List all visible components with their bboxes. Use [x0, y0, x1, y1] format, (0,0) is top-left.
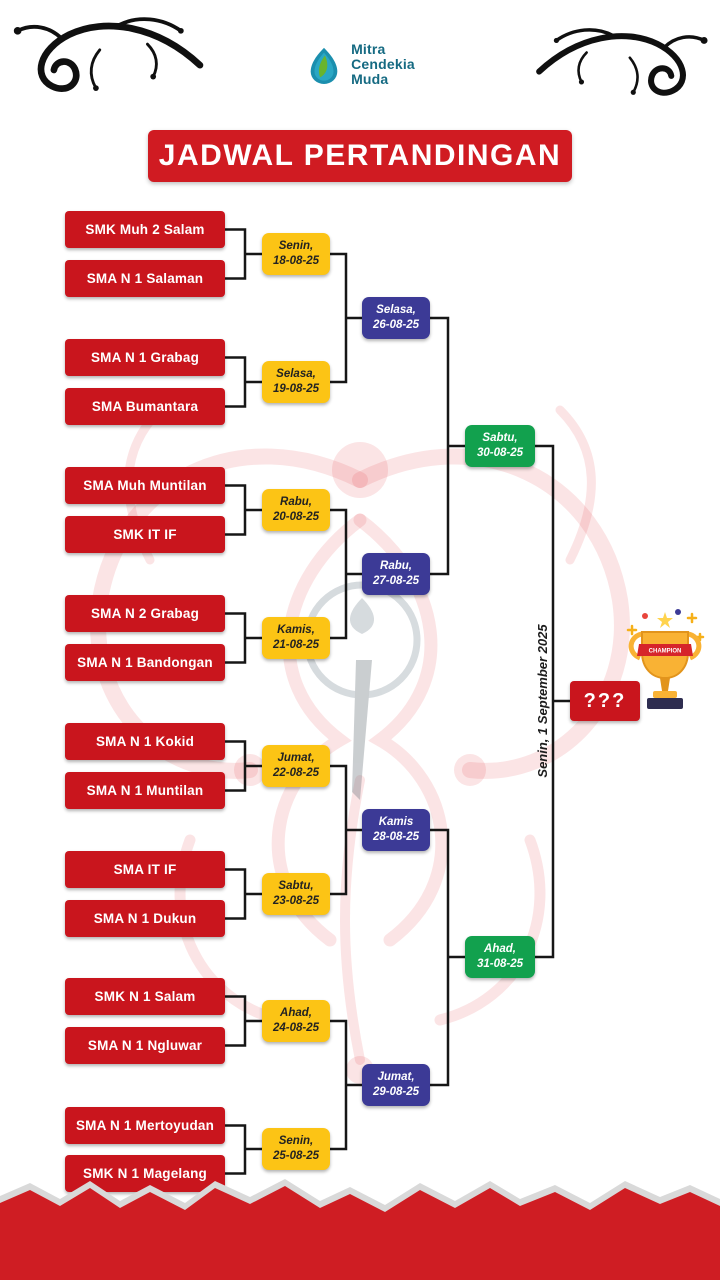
logo-text: Mitra Cendekia Muda [351, 41, 415, 88]
semifinal-date-box: Sabtu, 30-08-25 [465, 425, 535, 467]
team-box: SMA N 1 Ngluwar [65, 1027, 225, 1064]
team-box: SMK N 1 Salam [65, 978, 225, 1015]
day-label: Sabtu, [482, 432, 518, 445]
trophy-ribbon-label: CHAMPION [649, 649, 682, 655]
team-box: SMA Bumantara [65, 388, 225, 425]
round2-date-box: Selasa, 26-08-25 [362, 297, 430, 339]
torn-paper-edge [0, 1179, 720, 1280]
page-title: JADWAL PERTANDINGAN [148, 130, 572, 182]
team-box: SMA N 1 Salaman [65, 260, 225, 297]
corner-flourish-left-icon [13, 17, 204, 92]
day-label: Ahad, [484, 943, 516, 956]
day-label: Kamis [378, 816, 414, 829]
round1-date-box: Selasa, 19-08-25 [262, 361, 330, 403]
round1-date-box: Rabu, 20-08-25 [262, 489, 330, 531]
round2-date-box: Kamis 28-08-25 [362, 809, 430, 851]
team-box: SMK IT IF [65, 516, 225, 553]
date-label: 29-08-25 [372, 1086, 420, 1098]
team-box: SMA N 1 Kokid [65, 723, 225, 760]
date-label: 18-08-25 [272, 255, 320, 267]
day-label: Jumat, [377, 1071, 415, 1084]
date-label: 23-08-25 [272, 895, 320, 907]
semifinal-date-box: Ahad, 31-08-25 [465, 936, 535, 978]
team-box: SMA Muh Muntilan [65, 467, 225, 504]
date-label: 28-08-25 [372, 831, 420, 843]
round1-date-box: Senin, 18-08-25 [262, 233, 330, 275]
round1-date-box: Ahad, 24-08-25 [262, 1000, 330, 1042]
date-label: 19-08-25 [272, 383, 320, 395]
day-label: Selasa, [376, 304, 416, 317]
logo: Mitra Cendekia Muda [0, 41, 720, 88]
round2-date-box: Rabu, 27-08-25 [362, 553, 430, 595]
logo-line: Muda [351, 71, 389, 88]
day-label: Jumat, [277, 752, 315, 765]
day-label: Selasa, [276, 368, 316, 381]
team-box: SMK Muh 2 Salam [65, 211, 225, 248]
trophy-icon: CHAMPION [626, 609, 705, 709]
date-label: 27-08-25 [372, 575, 420, 587]
day-label: Ahad, [280, 1007, 312, 1020]
day-label: Senin, [278, 240, 314, 253]
round1-date-box: Sabtu, 23-08-25 [262, 873, 330, 915]
day-label: Kamis, [277, 624, 315, 637]
team-box: SMA N 1 Dukun [65, 900, 225, 937]
final-date-label: Senin, 1 September 2025 [535, 624, 550, 778]
corner-flourish-right-icon [536, 28, 708, 96]
team-box: SMA N 1 Mertoyudan [65, 1107, 225, 1144]
team-box: SMA N 2 Grabag [65, 595, 225, 632]
date-label: 30-08-25 [476, 447, 524, 459]
round1-date-box: Kamis, 21-08-25 [262, 617, 330, 659]
day-label: Rabu, [280, 496, 312, 509]
date-label: 22-08-25 [272, 767, 320, 779]
logo-line: Cendekia [351, 56, 415, 73]
logo-drop-icon [310, 47, 338, 84]
champion-box: ??? [570, 681, 640, 721]
team-box: SMA N 1 Bandongan [65, 644, 225, 681]
team-box: SMA IT IF [65, 851, 225, 888]
date-label: 31-08-25 [476, 958, 524, 970]
date-label: 24-08-25 [272, 1022, 320, 1034]
day-label: Rabu, [380, 560, 412, 573]
round2-date-box: Jumat, 29-08-25 [362, 1064, 430, 1106]
team-box: SMK N 1 Magelang [65, 1155, 225, 1192]
date-label: 21-08-25 [272, 639, 320, 651]
round1-date-box: Jumat, 22-08-25 [262, 745, 330, 787]
date-label: 20-08-25 [272, 511, 320, 523]
logo-line: Mitra [351, 41, 386, 57]
date-label: 26-08-25 [372, 319, 420, 331]
team-box: SMA N 1 Muntilan [65, 772, 225, 809]
day-label: Sabtu, [278, 880, 314, 893]
day-label: Senin, [278, 1135, 314, 1148]
team-box: SMA N 1 Grabag [65, 339, 225, 376]
